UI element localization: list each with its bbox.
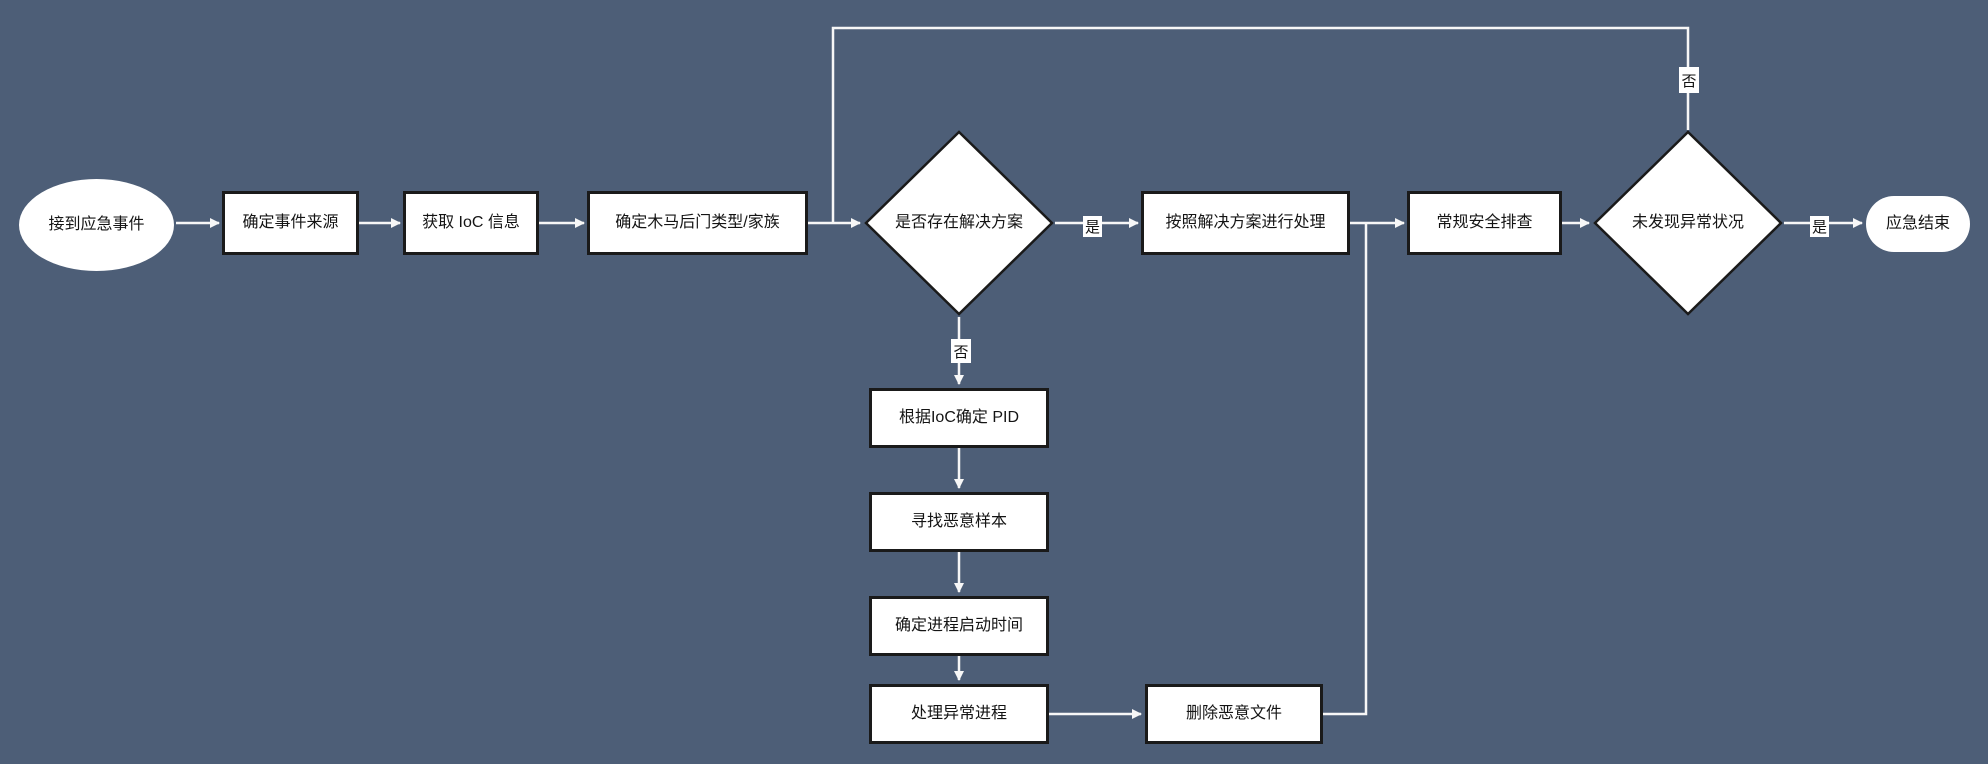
node-determine-pid[interactable]: 根据IoC确定 PID — [869, 388, 1049, 448]
node-get-ioc[interactable]: 获取 IoC 信息 — [403, 191, 539, 255]
node-handle-abnormal-process-label: 处理异常进程 — [910, 705, 1007, 722]
diamond-polygon — [1593, 130, 1783, 316]
node-apply-solution-label: 按照解决方案进行处理 — [1165, 214, 1326, 231]
node-handle-abnormal-process[interactable]: 处理异常进程 — [869, 684, 1049, 744]
node-delete-malicious-files-label: 删除恶意文件 — [1185, 705, 1282, 722]
diamond-polygon — [864, 130, 1054, 316]
node-determine-trojan-type[interactable]: 确定木马后门类型/家族 — [587, 191, 808, 255]
node-delete-malicious-files[interactable]: 删除恶意文件 — [1145, 684, 1323, 744]
node-end[interactable]: 应急结束 — [1866, 196, 1970, 252]
node-solution-exists-decision[interactable]: 是否存在解决方案 — [863, 130, 1055, 316]
edge-label-no-solution: 否 — [951, 339, 971, 363]
node-determine-source[interactable]: 确定事件来源 — [222, 191, 359, 255]
node-no-anomaly-decision[interactable]: 未发现异常状况 — [1592, 130, 1784, 316]
node-find-malicious-sample[interactable]: 寻找恶意样本 — [869, 492, 1049, 552]
node-solution-exists-label: 是否存在解决方案 — [894, 214, 1023, 231]
node-determine-process-start-time-label: 确定进程启动时间 — [894, 617, 1023, 634]
node-apply-solution[interactable]: 按照解决方案进行处理 — [1141, 191, 1350, 255]
node-determine-pid-label: 根据IoC确定 PID — [898, 409, 1020, 426]
node-get-ioc-label: 获取 IoC 信息 — [422, 214, 520, 231]
node-find-malicious-sample-label: 寻找恶意样本 — [910, 513, 1007, 530]
node-no-anomaly-label: 未发现异常状况 — [1631, 214, 1744, 231]
edge-label-yes-solution: 是 — [1083, 216, 1102, 237]
diamond-shape — [864, 130, 1054, 316]
edge-label-no-anomaly: 否 — [1679, 67, 1699, 93]
edge-label-yes-anomaly: 是 — [1810, 216, 1829, 237]
node-start-label: 接到应急事件 — [48, 216, 145, 233]
node-determine-source-label: 确定事件来源 — [242, 214, 339, 231]
diamond-shape — [1593, 130, 1783, 316]
node-start[interactable]: 接到应急事件 — [19, 179, 174, 271]
node-determine-process-start-time[interactable]: 确定进程启动时间 — [869, 596, 1049, 656]
edge-delete-files-return — [1323, 224, 1368, 716]
node-routine-security-check[interactable]: 常规安全排查 — [1407, 191, 1562, 255]
node-routine-security-check-label: 常规安全排查 — [1436, 214, 1533, 231]
node-end-label: 应急结束 — [1885, 215, 1950, 232]
node-determine-trojan-type-label: 确定木马后门类型/家族 — [615, 214, 780, 231]
